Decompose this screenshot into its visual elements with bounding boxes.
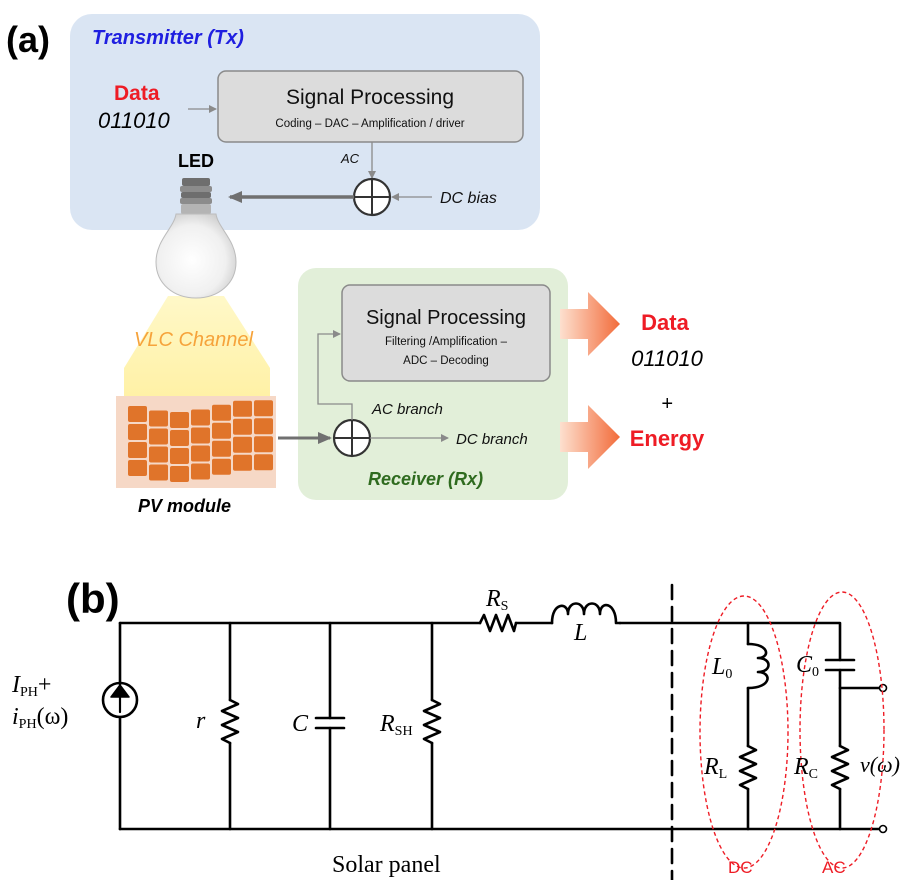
inductor-l-icon [550, 602, 622, 625]
pv-cell [170, 429, 189, 446]
rx-signal-processing-box [341, 284, 551, 382]
pv-cell [233, 454, 252, 471]
rx-signal-processing-subtitle-1: Filtering /Amplification – [385, 336, 508, 348]
rx-output-plus: + [661, 393, 673, 415]
tx-ac-label: AC [340, 151, 360, 166]
pv-cell [128, 460, 147, 476]
resistor-rs-icon [478, 613, 518, 633]
inductor-l0-label: L0 [711, 654, 732, 682]
tx-data-label: Data [114, 82, 160, 105]
pv-cell [191, 463, 210, 480]
output-terminal-top [878, 683, 888, 693]
capacitor-c0-label: C0 [796, 652, 819, 680]
resistor-r-icon [220, 698, 240, 745]
tx-summing-junction [352, 177, 392, 217]
rx-ac-branch-label: AC branch [371, 401, 443, 418]
tx-data-bits: 011010 [98, 108, 171, 133]
panel-b-label: (b) [66, 575, 120, 622]
pv-cell [170, 447, 189, 464]
pv-cell [149, 464, 168, 481]
rx-output-data-label: Data [641, 310, 689, 335]
vlc-light-beam [124, 296, 270, 396]
rx-output-data-bits: 011010 [631, 346, 704, 371]
tx-signal-processing-box [217, 70, 524, 143]
resistor-rsh-icon [422, 698, 442, 745]
equivalent-circuit [101, 583, 882, 880]
pv-cell [254, 436, 273, 453]
source-label-line-2: iPH(ω) [12, 704, 68, 732]
pv-cell [212, 458, 231, 475]
pv-cell [233, 418, 252, 435]
rx-dc-branch-label: DC branch [456, 431, 528, 448]
ac-branch-ellipse [799, 591, 885, 869]
dc-branch-ellipse [699, 595, 789, 869]
capacitor-c-label: C [292, 711, 309, 737]
rx-summing-junction [332, 418, 372, 458]
pv-cell [254, 454, 273, 471]
pv-cell [191, 427, 210, 444]
tx-signal-processing-subtitle: Coding – DAC – Amplification / driver [275, 118, 464, 130]
pv-cell [128, 424, 147, 440]
pv-cell [128, 406, 147, 422]
resistor-rsh-label: RSH [379, 711, 413, 739]
resistor-rs-label: RS [485, 586, 508, 614]
resistor-rc-label: RC [793, 754, 818, 782]
dc-branch-label: DC [728, 858, 753, 877]
pv-cell [233, 400, 252, 417]
source-label-line-1: IPH+ [11, 672, 51, 700]
pv-cell [170, 411, 189, 428]
pv-cell [149, 428, 168, 445]
capacitor-c-icon [314, 716, 346, 730]
resistor-rc-icon [830, 744, 850, 791]
energy-output-arrow [560, 405, 620, 469]
pv-cell [128, 442, 147, 458]
tx-dc-bias-label: DC bias [440, 190, 497, 207]
pv-module-label: PV module [138, 496, 231, 516]
ac-branch-label: AC [822, 858, 846, 877]
resistor-rl-label: RL [703, 754, 727, 782]
capacitor-c0-icon [824, 658, 856, 672]
rx-signal-processing-subtitle-2: ADC – Decoding [403, 355, 489, 367]
resistor-rl-icon [738, 744, 758, 791]
pv-cell [170, 465, 189, 482]
pv-module-icon [128, 400, 273, 482]
pv-cell [233, 436, 252, 453]
transmitter-title: Transmitter (Tx) [92, 27, 244, 49]
rx-output-energy-label: Energy [630, 426, 705, 451]
panel-a-label: (a) [6, 19, 50, 60]
receiver-title: Receiver (Rx) [368, 469, 483, 489]
pv-cell [149, 446, 168, 463]
resistor-r-label: r [196, 708, 206, 734]
output-terminal-bottom [878, 824, 888, 834]
pv-cell [254, 400, 273, 417]
inductor-l0-icon [746, 642, 770, 690]
solar-panel-label: Solar panel [332, 852, 441, 878]
rx-ac-branch-line [317, 330, 353, 420]
pv-cell [254, 418, 273, 435]
pv-cell [212, 422, 231, 439]
pv-cell [212, 440, 231, 457]
pv-cell [149, 410, 168, 427]
pv-cell [191, 445, 210, 462]
pv-cell [191, 409, 210, 426]
data-output-arrow [560, 292, 620, 356]
tx-signal-processing-title: Signal Processing [286, 86, 454, 109]
led-label: LED [178, 151, 214, 171]
led-bulb-icon [155, 178, 237, 299]
pv-cell [212, 404, 231, 421]
top-rail-right [618, 621, 842, 662]
inductor-l-label: L [573, 620, 587, 646]
vlc-channel-label: VLC Channel [134, 329, 254, 351]
rx-signal-processing-title: Signal Processing [366, 307, 526, 329]
output-voltage-label: v(ω) [860, 752, 900, 777]
